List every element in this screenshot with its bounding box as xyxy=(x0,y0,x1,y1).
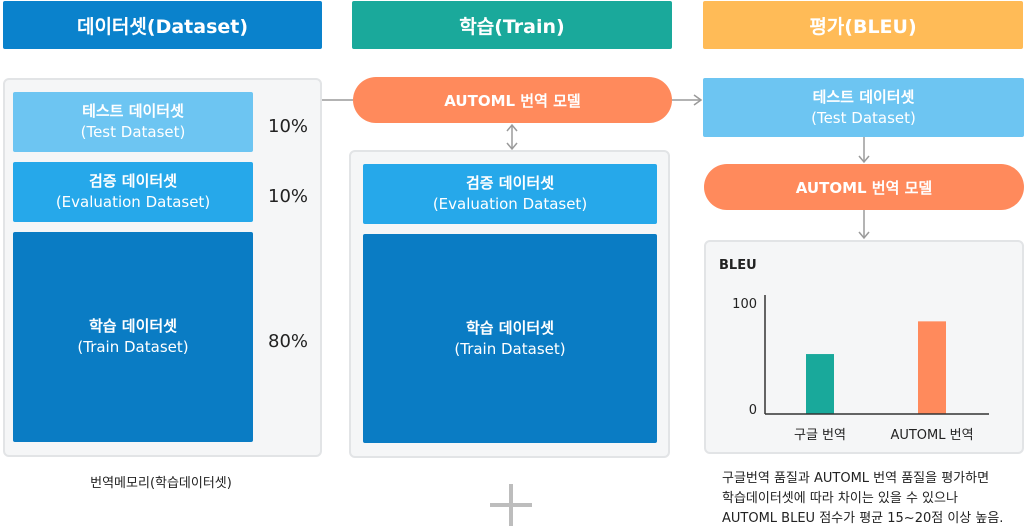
train-validation-subtitle: (Evaluation Dataset) xyxy=(432,195,588,213)
train-validation-title: 검증 데이터셋 xyxy=(465,174,555,192)
plus-icon xyxy=(490,484,532,526)
dataset-validation-percent: 10% xyxy=(268,186,309,207)
eval-note: 구글번역 품질과 AUTOML 번역 품질을 평가하면 학습데이터셋에 따라 차… xyxy=(722,469,1022,529)
dataset-test-title: 테스트 데이터셋 xyxy=(82,102,184,120)
dataset-test-box: 테스트 데이터셋 (Test Dataset) xyxy=(13,92,253,152)
train-validation-box: 검증 데이터셋 (Evaluation Dataset) xyxy=(363,164,657,224)
dataset-train-title: 학습 데이터셋 xyxy=(88,317,178,335)
dataset-train-percent: 80% xyxy=(268,331,309,352)
dataset-validation-subtitle: (Evaluation Dataset) xyxy=(55,193,211,211)
eval-model-pill: AUTOML 번역 모델 xyxy=(704,164,1024,210)
dataset-validation-title: 검증 데이터셋 xyxy=(88,172,178,190)
eval-test-title: 테스트 데이터셋 xyxy=(812,87,915,106)
y-tick-100: 100 xyxy=(732,297,757,312)
dataset-test-subtitle: (Test Dataset) xyxy=(80,123,186,141)
train-train-title: 학습 데이터셋 xyxy=(465,318,555,337)
bleu-chart-panel xyxy=(704,240,1024,454)
dataset-test-percent: 10% xyxy=(268,116,309,137)
header-eval: 평가(BLEU) xyxy=(703,1,1023,49)
bar-automl xyxy=(918,321,946,414)
train-model-pill: AUTOML 번역 모델 xyxy=(353,77,672,123)
x-label-automl: AUTOML 번역 xyxy=(890,428,974,443)
chart-title: BLEU xyxy=(719,258,757,273)
eval-test-box: 테스트 데이터셋 (Test Dataset) xyxy=(703,78,1024,137)
header-dataset: 데이터셋(Dataset) xyxy=(3,1,322,49)
dataset-train-box: 학습 데이터셋 (Train Dataset) xyxy=(13,232,253,442)
train-train-box: 학습 데이터셋 (Train Dataset) xyxy=(363,234,657,443)
dataset-caption: 번역메모리(학습데이터셋) xyxy=(90,476,232,491)
train-train-subtitle: (Train Dataset) xyxy=(454,339,566,358)
x-label-google: 구글 번역 xyxy=(794,428,846,443)
dataset-train-subtitle: (Train Dataset) xyxy=(77,338,189,356)
eval-note-line-2: 학습데이터셋에 따라 차이는 있을 수 있으나 xyxy=(722,491,958,506)
dataset-validation-box: 검증 데이터셋 (Evaluation Dataset) xyxy=(13,162,253,222)
eval-note-line-3: AUTOML BLEU 점수가 평균 15~20점 이상 높음. xyxy=(722,511,1004,526)
y-tick-0: 0 xyxy=(748,403,757,418)
eval-note-line-1: 구글번역 품질과 AUTOML 번역 품질을 평가하면 xyxy=(722,471,990,486)
eval-test-subtitle: (Test Dataset) xyxy=(811,108,916,127)
header-train: 학습(Train) xyxy=(352,1,672,49)
bar-google xyxy=(806,354,834,414)
